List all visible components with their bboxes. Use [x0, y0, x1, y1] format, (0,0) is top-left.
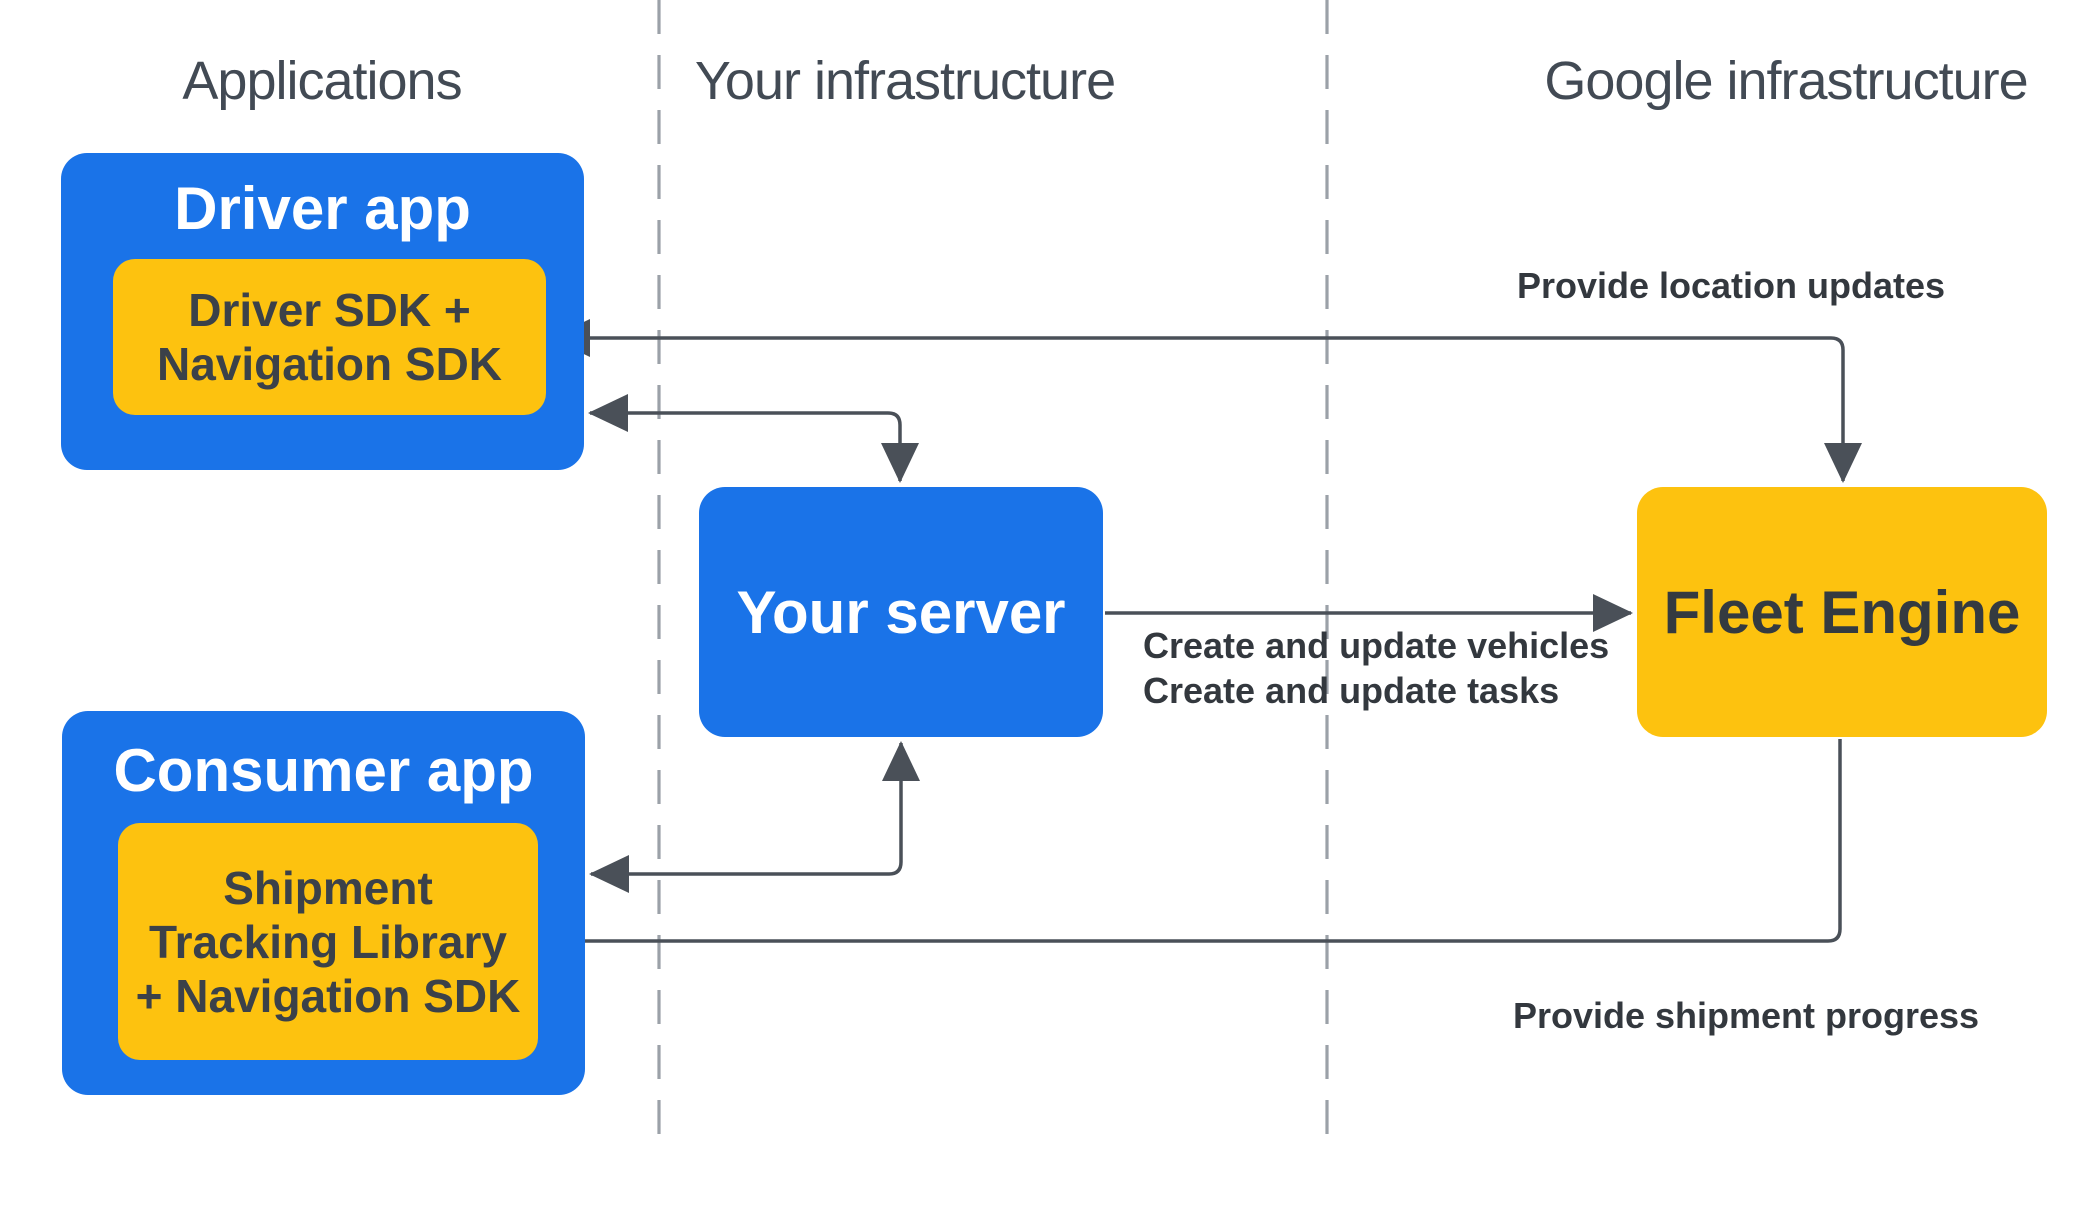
edge-label-create-update: Create and update vehicles Create and up…: [1143, 623, 1609, 713]
edge-label-provide-shipment-progress: Provide shipment progress: [1512, 995, 1980, 1036]
arrow-consumer-app-your-server: [589, 741, 920, 893]
your-server-box: Your server: [699, 487, 1103, 737]
consumer-app-title: Consumer app: [113, 737, 534, 804]
column-header-applications: Applications: [182, 51, 462, 111]
fleet-engine-box: Fleet Engine: [1637, 487, 2047, 737]
arrow-driver-app-your-server: [588, 394, 919, 483]
shipment-tracking-line-2: Tracking Library: [149, 915, 507, 968]
shipment-tracking-line-3: + Navigation SDK: [135, 969, 521, 1022]
edge-label-create-update-vehicles: Create and update vehicles: [1143, 625, 1610, 666]
driver-sdk-line-2: Navigation SDK: [156, 338, 503, 390]
column-header-google-infrastructure: Google infrastructure: [1544, 51, 2028, 111]
column-header-your-infrastructure: Your infrastructure: [694, 51, 1116, 111]
your-server-title: Your server: [736, 578, 1066, 646]
edge-label-provide-location-updates: Provide location updates: [1516, 265, 1946, 306]
fleet-engine-title: Fleet Engine: [1663, 578, 2021, 646]
arrow-fleet-engine-consumer-library: [544, 739, 1842, 960]
driver-sdk-line-1: Driver SDK +: [188, 284, 471, 336]
driver-app-box: Driver app Driver SDK + Navigation SDK: [61, 153, 584, 470]
consumer-app-box: Consumer app Shipment Tracking Library +…: [62, 711, 585, 1095]
driver-sdk-box: Driver SDK + Navigation SDK: [113, 259, 546, 415]
shipment-tracking-line-1: Shipment: [223, 861, 433, 914]
edge-label-create-update-tasks: Create and update tasks: [1143, 670, 1560, 711]
shipment-tracking-library-box: Shipment Tracking Library + Navigation S…: [118, 823, 538, 1060]
driver-app-title: Driver app: [174, 175, 471, 242]
arrow-driver-sdk-fleet-engine: [550, 319, 1862, 483]
